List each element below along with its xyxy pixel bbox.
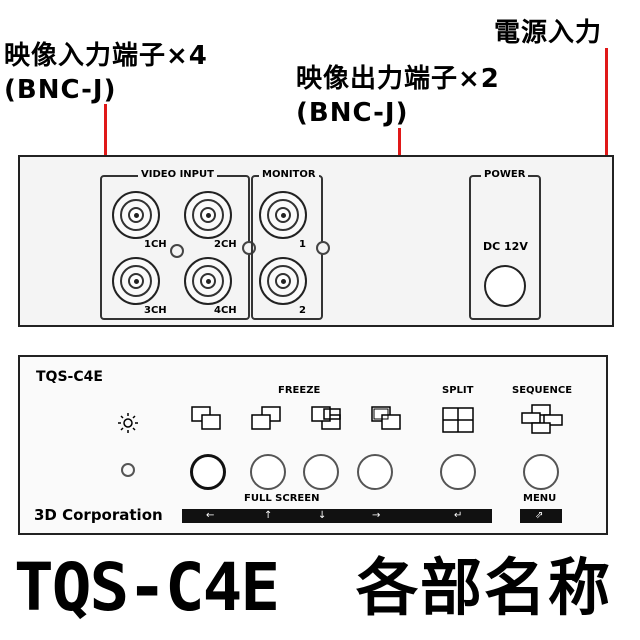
enter-arrow-icon: ↵: [454, 510, 463, 521]
monitor-title: MONITOR: [259, 168, 319, 182]
monitor-label-2: 2: [299, 305, 306, 316]
menu-label: MENU: [523, 493, 557, 504]
channel-label-3ch: 3CH: [144, 305, 167, 316]
video-output-callout-line1: 映像出力端子×2: [296, 64, 500, 94]
dc-power-jack[interactable]: [484, 265, 526, 307]
freeze-ch2-icon: [250, 405, 286, 435]
menu-arrow-icon: ⇗: [535, 510, 544, 521]
channel-label-2ch: 2CH: [214, 239, 237, 250]
bnc-connector-2ch[interactable]: [184, 191, 232, 239]
sequence-label: SEQUENCE: [512, 385, 573, 396]
channel-label-1ch: 1CH: [144, 239, 167, 250]
freeze-ch4-button[interactable]: [357, 454, 393, 490]
channel-label-4ch: 4CH: [214, 305, 237, 316]
menu-arrow-bar: ⇗: [520, 509, 562, 523]
rear-panel: VIDEO INPUT 1CH 2CH 3CH 4CH MONITOR 1 2 …: [18, 155, 614, 327]
sun-icon: [117, 412, 139, 434]
right-arrow-icon: →: [372, 510, 381, 521]
video-input-section: VIDEO INPUT 1CH 2CH 3CH 4CH: [100, 168, 250, 320]
freeze-ch3-icon: [310, 405, 346, 435]
dc-12v-label: DC 12V: [483, 240, 528, 253]
freeze-ch1-button[interactable]: [190, 454, 226, 490]
bnc-connector-4ch[interactable]: [184, 257, 232, 305]
footer-title: 各部名称: [356, 551, 613, 624]
freeze-ch3-button[interactable]: [303, 454, 339, 490]
monitor-label-1: 1: [299, 239, 306, 250]
model-label: TQS-C4E: [36, 369, 103, 385]
screw-icon: [316, 241, 330, 255]
front-panel: TQS-C4E FREEZE SPLIT SEQUENCE: [18, 355, 608, 535]
freeze-ch2-button[interactable]: [250, 454, 286, 490]
power-section: POWER DC 12V: [469, 168, 541, 320]
power-input-callout-line1: 電源入力: [494, 18, 603, 48]
left-arrow-icon: ←: [206, 510, 215, 521]
up-arrow-icon: ↑: [264, 510, 273, 521]
video-output-callout: 映像出力端子×2 (BNC-J): [296, 66, 500, 126]
video-input-callout-line2: (BNC-J): [4, 75, 117, 105]
video-input-title: VIDEO INPUT: [138, 168, 217, 182]
video-input-callout-line1: 映像入力端子×4: [4, 41, 208, 71]
split-icon: [440, 405, 476, 435]
freeze-ch4-icon: [370, 405, 406, 435]
footer-model: TQS-C4E: [14, 549, 280, 626]
power-title: POWER: [481, 168, 529, 182]
power-input-callout: 電源入力: [494, 20, 602, 46]
brand-label: 3D Corporation: [34, 506, 163, 524]
bnc-connector-monitor-1[interactable]: [259, 191, 307, 239]
bnc-connector-monitor-2[interactable]: [259, 257, 307, 305]
bnc-connector-3ch[interactable]: [112, 257, 160, 305]
full-screen-label: FULL SCREEN: [244, 493, 320, 504]
video-input-leader-line: [104, 104, 107, 184]
down-arrow-icon: ↓: [318, 510, 327, 521]
sequence-button[interactable]: [523, 454, 559, 490]
screw-icon: [170, 244, 184, 258]
monitor-section: MONITOR 1 2: [251, 168, 323, 320]
freeze-ch1-icon: [190, 405, 226, 435]
freeze-label: FREEZE: [278, 385, 321, 396]
video-output-callout-line2: (BNC-J): [296, 98, 409, 128]
brightness-led: [121, 463, 135, 477]
video-input-callout: 映像入力端子×4 (BNC-J): [4, 43, 208, 103]
split-label: SPLIT: [442, 385, 474, 396]
full-screen-arrow-bar: ← ↑ ↓ → ↵: [182, 509, 492, 523]
split-button[interactable]: [440, 454, 476, 490]
bnc-connector-1ch[interactable]: [112, 191, 160, 239]
sequence-icon: [520, 403, 564, 437]
